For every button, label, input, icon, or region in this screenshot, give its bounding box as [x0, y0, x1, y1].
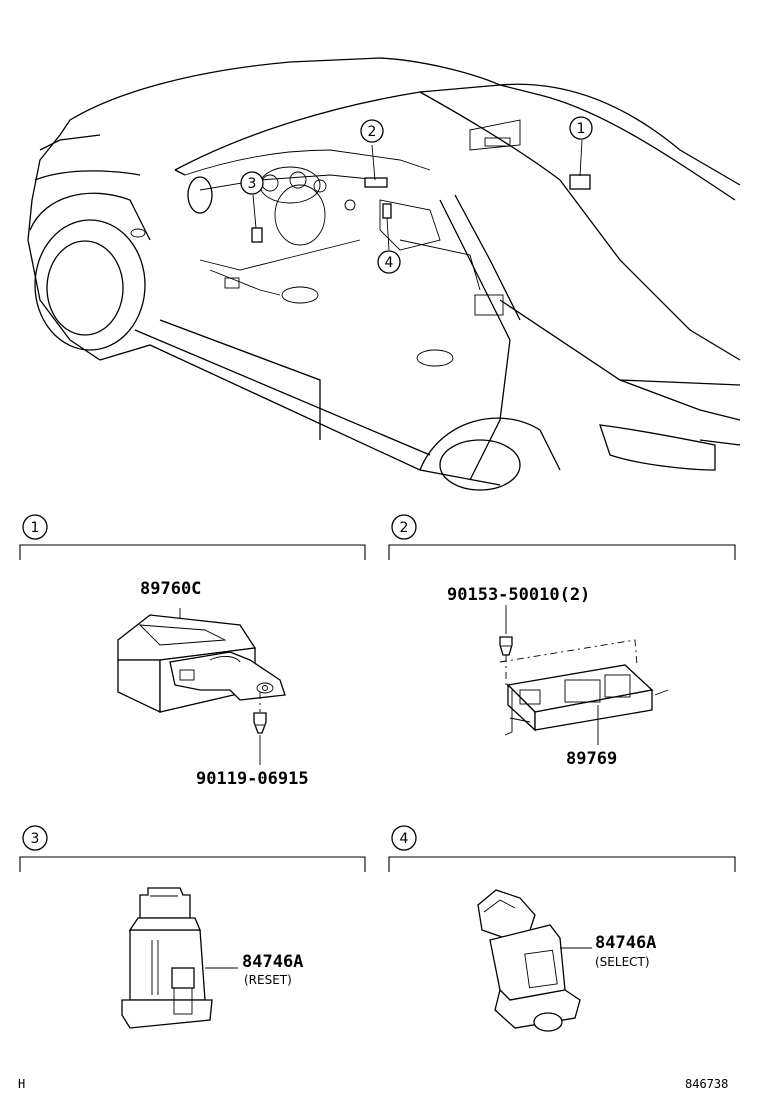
part-number-84746a-reset: 84746A: [242, 952, 303, 972]
section-header-1: 1: [19, 514, 366, 560]
section-1-module-drawing: [117, 608, 286, 765]
callout-circle-4: [377, 250, 401, 274]
section-number-1: 1: [31, 520, 40, 536]
part-number-89760c: 89760C: [140, 579, 201, 599]
callout-circle-2: [360, 119, 384, 143]
car-overview-illustration: 2 1 3 4: [27, 57, 741, 491]
section-header-2: 2: [388, 514, 736, 560]
callout-label-2: 2: [368, 124, 377, 140]
switch-note-select: (SELECT): [595, 955, 650, 969]
part-number-84746a-select: 84746A: [595, 933, 656, 953]
footer-left-code: H: [18, 1077, 25, 1091]
callout-label-3: 3: [248, 176, 257, 192]
part-number-90119-06915: 90119-06915: [196, 769, 309, 789]
callout-label-1: 1: [577, 121, 586, 137]
switch-note-reset: (RESET): [244, 973, 292, 987]
section-4-select-switch-drawing: [477, 889, 592, 1032]
callout-label-4: 4: [385, 255, 394, 271]
part-number-90153-50010: 90153-50010(2): [447, 585, 590, 605]
section-number-3: 3: [31, 831, 40, 847]
section-number-2: 2: [400, 520, 409, 536]
callout-circle-3: [240, 171, 264, 195]
part-number-89769: 89769: [566, 749, 617, 769]
section-number-4: 4: [400, 831, 409, 847]
illustration-number: 846738: [685, 1077, 728, 1091]
section-header-4: 4: [388, 825, 736, 872]
section-header-3: 3: [19, 825, 366, 872]
section-2-ecu-drawing: [499, 605, 669, 745]
section-3-reset-switch-drawing: [121, 887, 238, 1029]
callout-circle-1: [569, 116, 593, 140]
